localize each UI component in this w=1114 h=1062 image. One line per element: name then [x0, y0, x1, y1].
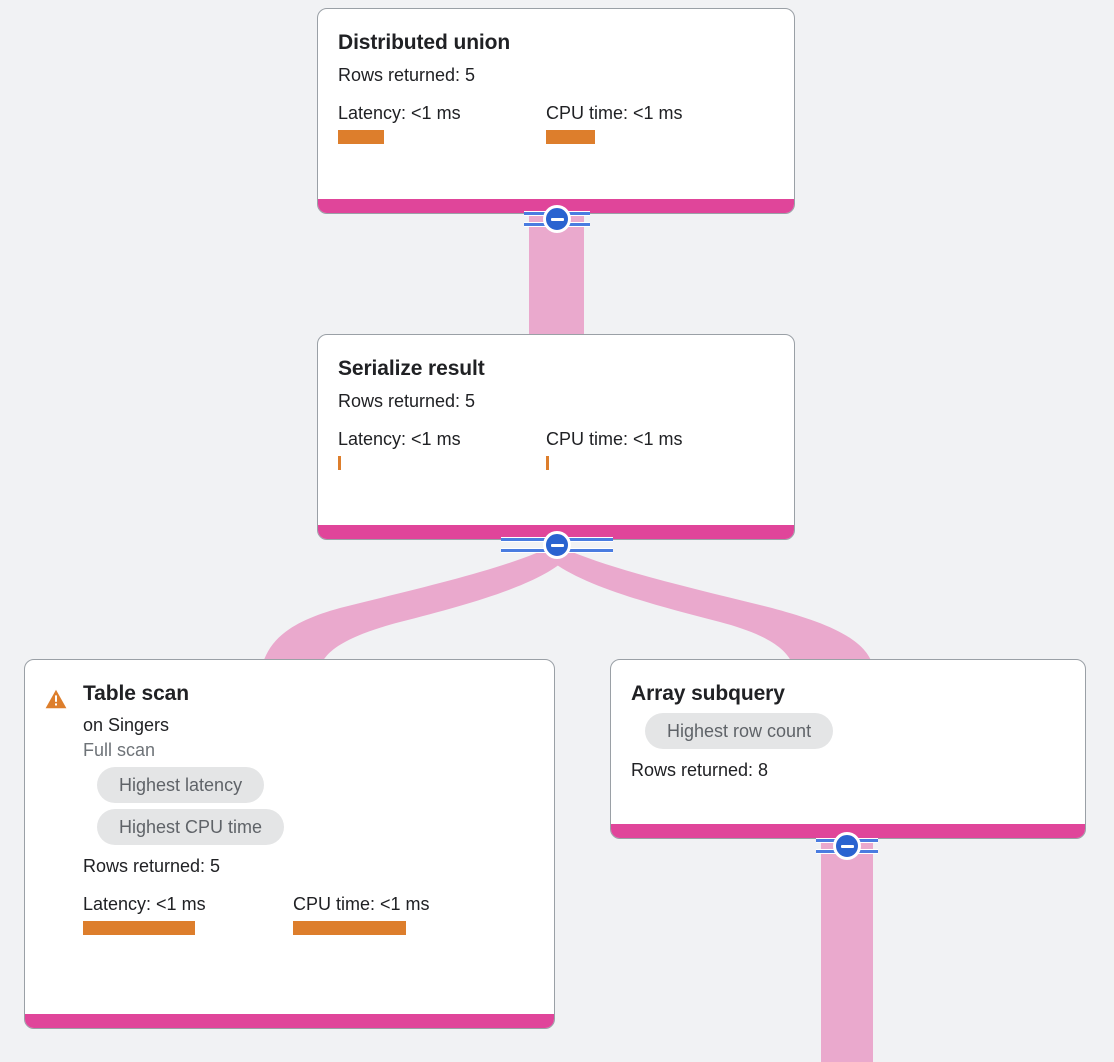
toggle-array-subquery[interactable]	[816, 832, 878, 860]
metric-label: CPU time: <1 ms	[546, 429, 683, 449]
chip-list: Highest latency Highest CPU time	[83, 767, 534, 851]
toggle-serialize-result[interactable]	[501, 531, 613, 559]
metric-bar	[293, 921, 406, 935]
node-serialize-result[interactable]: Serialize result Rows returned: 5 Latenc…	[317, 334, 795, 540]
edge-array-subquery-to-child	[821, 838, 873, 1062]
chip-highest-cpu-time[interactable]: Highest CPU time	[97, 809, 285, 845]
metric-label: CPU time: <1 ms	[546, 103, 683, 123]
metrics-row: Latency: <1 ms CPU time: <1 ms	[83, 893, 534, 935]
chip-list: Highest row count	[631, 713, 1065, 755]
minus-collapse-icon[interactable]	[543, 531, 571, 559]
node-title: Serialize result	[338, 357, 485, 380]
node-footer-bar	[611, 824, 1085, 838]
metric-label: Latency: <1 ms	[338, 429, 461, 449]
chip-highest-row-count[interactable]: Highest row count	[645, 713, 834, 749]
metric-cpu-time: CPU time: <1 ms	[546, 428, 683, 470]
metric-label: Latency: <1 ms	[83, 894, 206, 914]
chip-highest-latency[interactable]: Highest latency	[97, 767, 265, 803]
toggle-distributed-union[interactable]	[524, 205, 590, 233]
metrics-row: Latency: <1 ms CPU time: <1 ms	[338, 428, 774, 470]
node-array-subquery[interactable]: Array subquery Highest row count Rows re…	[610, 659, 1086, 839]
rows-returned: Rows returned: 8	[631, 760, 769, 780]
node-content: Table scan on Singers Full scan Highest …	[83, 680, 534, 935]
metric-bar	[83, 921, 195, 935]
metric-latency: Latency: <1 ms	[83, 893, 293, 935]
metric-label: Latency: <1 ms	[338, 103, 461, 123]
edge-serialize-result-to-table-scan	[263, 548, 565, 663]
metric-cpu-time: CPU time: <1 ms	[293, 893, 430, 935]
metric-bar	[338, 130, 384, 144]
node-footer-bar	[25, 1014, 554, 1028]
rows-returned: Rows returned: 5	[83, 856, 221, 876]
node-content: Array subquery Highest row count Rows re…	[631, 680, 1065, 783]
node-title: Table scan	[83, 682, 189, 705]
minus-collapse-icon[interactable]	[833, 832, 861, 860]
metric-label: CPU time: <1 ms	[293, 894, 430, 914]
metric-cpu-time: CPU time: <1 ms	[546, 102, 683, 144]
metric-bar	[546, 456, 549, 470]
metric-bar	[338, 456, 341, 470]
node-body: Array subquery Highest row count Rows re…	[611, 660, 1085, 797]
node-title: Array subquery	[631, 682, 785, 705]
node-subtitle: on Singers	[83, 715, 170, 735]
node-table-scan[interactable]: Table scan on Singers Full scan Highest …	[24, 659, 555, 1029]
node-body: Distributed union Rows returned: 5 Laten…	[318, 9, 794, 158]
edge-serialize-result-to-array-subquery	[550, 548, 872, 663]
metrics-row: Latency: <1 ms CPU time: <1 ms	[338, 102, 774, 144]
metric-latency: Latency: <1 ms	[338, 428, 546, 470]
warning-triangle-icon	[45, 689, 67, 709]
node-body: Serialize result Rows returned: 5 Latenc…	[318, 335, 794, 484]
metric-latency: Latency: <1 ms	[338, 102, 546, 144]
node-distributed-union[interactable]: Distributed union Rows returned: 5 Laten…	[317, 8, 795, 214]
node-content: Distributed union Rows returned: 5 Laten…	[338, 29, 774, 144]
rows-returned: Rows returned: 5	[338, 391, 476, 411]
metric-bar	[546, 130, 595, 144]
node-title: Distributed union	[338, 31, 511, 54]
warning-column	[45, 680, 83, 709]
node-content: Serialize result Rows returned: 5 Latenc…	[338, 355, 774, 470]
node-body: Table scan on Singers Full scan Highest …	[25, 660, 554, 949]
minus-collapse-icon[interactable]	[543, 205, 571, 233]
rows-returned: Rows returned: 5	[338, 65, 476, 85]
node-detail: Full scan	[83, 740, 156, 760]
